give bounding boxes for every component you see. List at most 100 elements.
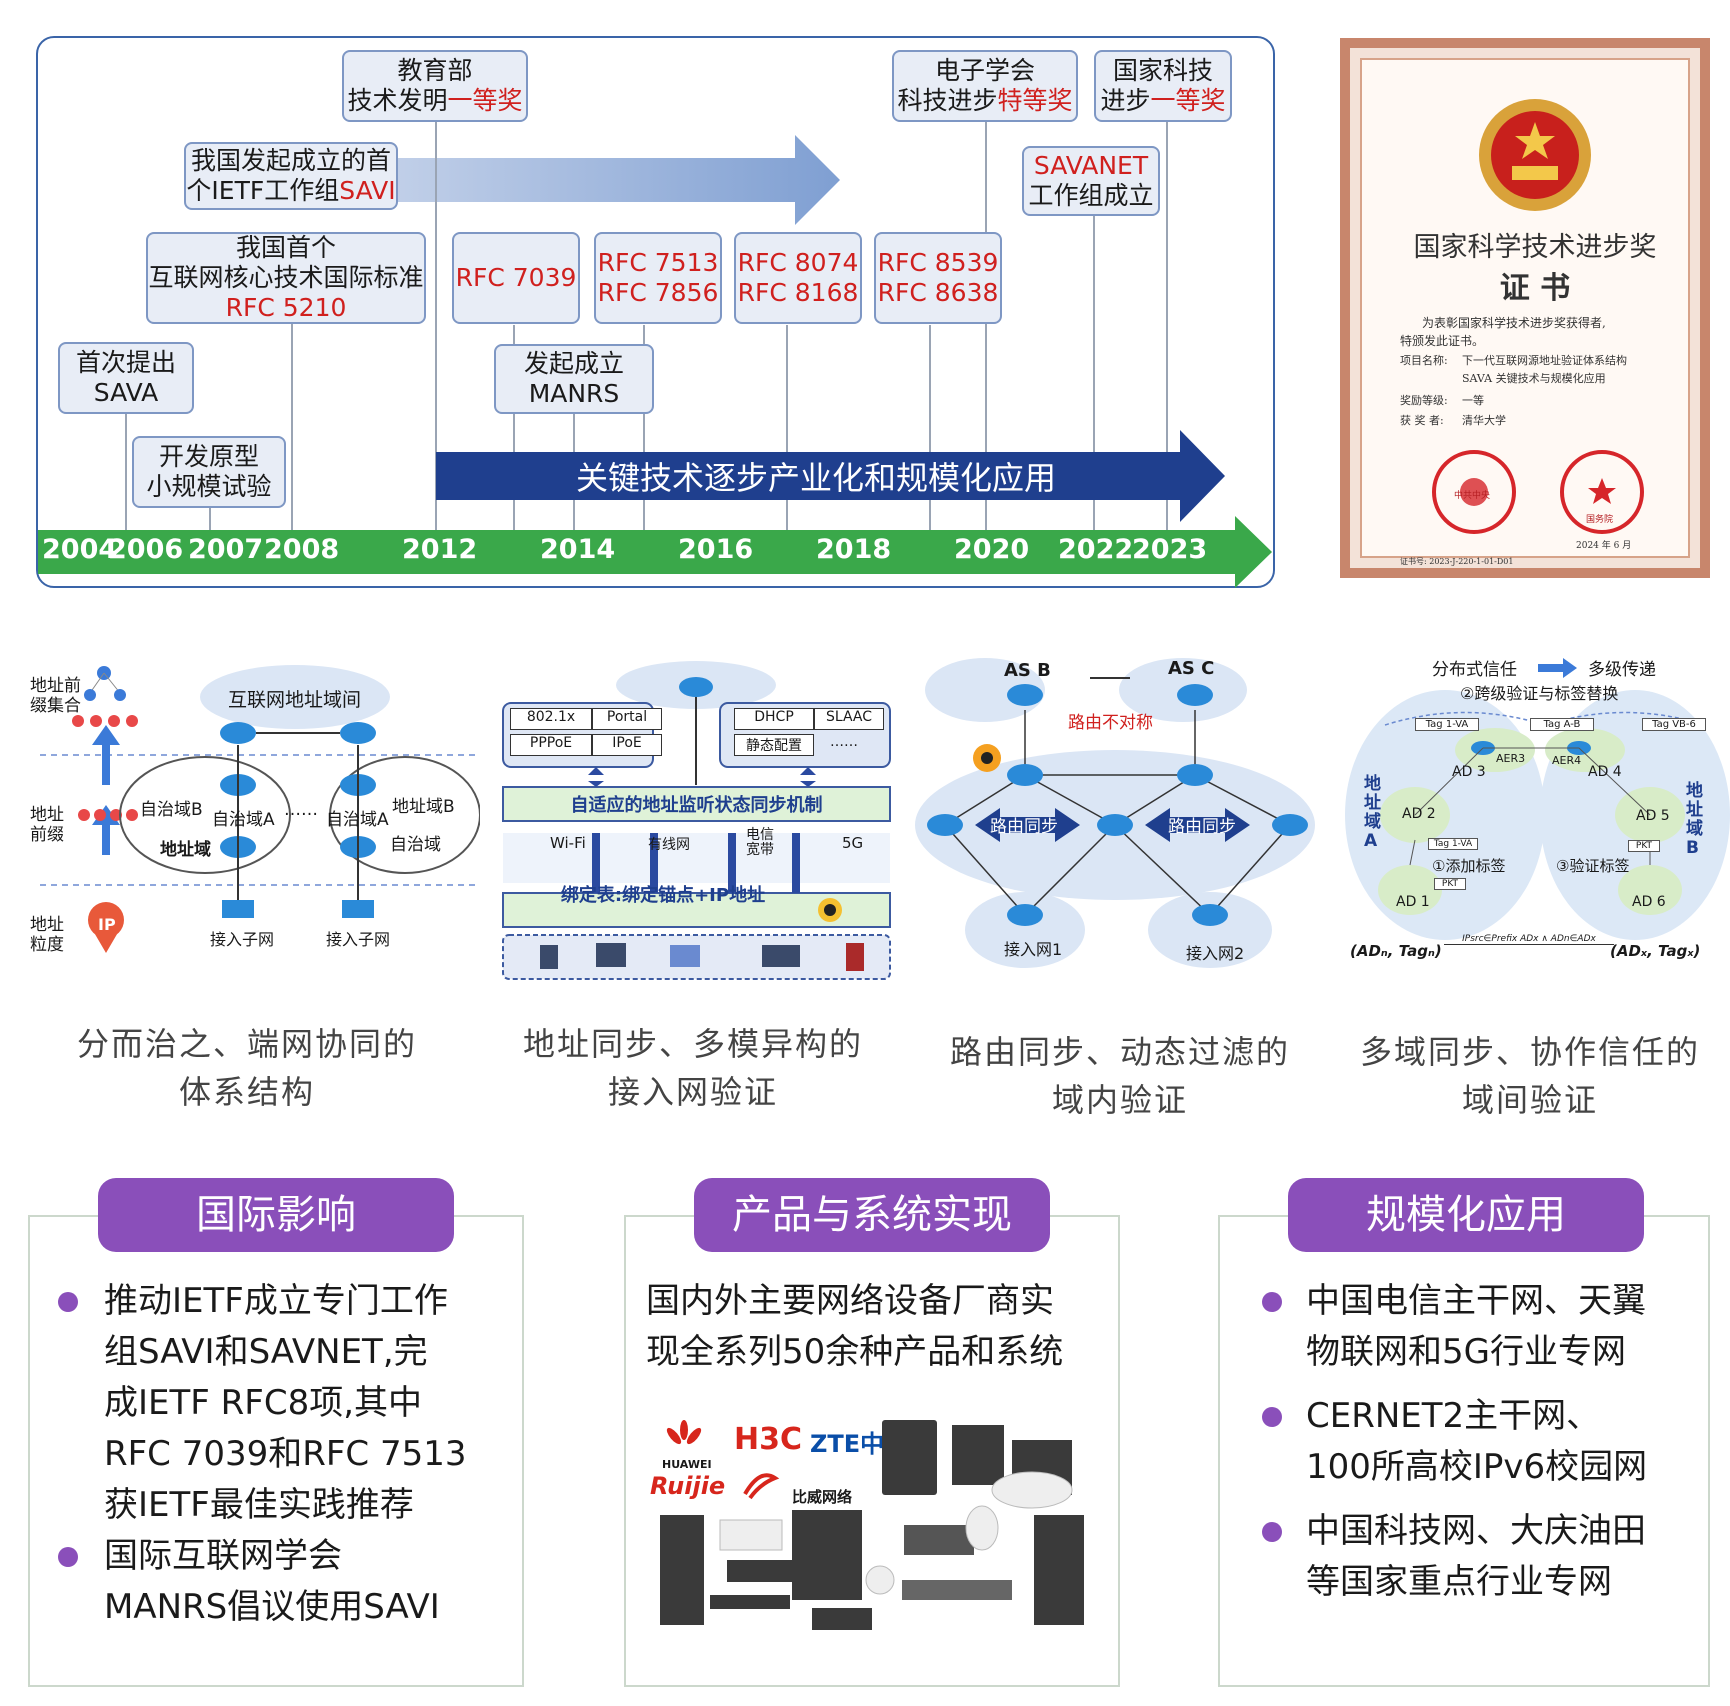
event-text: 我国首个	[235, 233, 336, 262]
router-icon	[927, 684, 1308, 926]
caption-line: 域内验证	[1051, 1081, 1188, 1119]
event-text: MANRS	[528, 379, 620, 408]
year-label: 2012	[402, 534, 478, 565]
sync-mechanism-label: 自适应的地址监听状态同步机制	[570, 795, 823, 816]
event-text: 教育部	[397, 56, 473, 85]
vendor-logo-icon	[743, 1473, 780, 1500]
year-label: 2008	[264, 534, 340, 565]
ip-pin-icon	[88, 902, 124, 953]
bitway-logo: 比威网络	[792, 1488, 853, 1506]
certificate-inner: 国家科学技术进步奖 证 书 为表彰国家科学技术进步奖获得者, 特颁发此证书。 项…	[1360, 58, 1690, 566]
h3c-logo: H3C	[734, 1422, 802, 1457]
seal-text: 国务院	[1586, 515, 1614, 525]
bullet-line: 成IETF RFC8项,其中	[104, 1383, 423, 1423]
event-text: 技术发明	[347, 86, 448, 115]
caption-line: 分而治之、端网协同的	[76, 1025, 417, 1063]
as-b-label: AS B	[1004, 660, 1051, 681]
label-prefix-set: 地址前缀集合	[30, 676, 81, 716]
bullet-line: 获IETF最佳实践推荐	[104, 1485, 414, 1525]
certificate-date: 2024 年 6 月	[1576, 541, 1632, 551]
as-c-label: AS C	[1168, 658, 1215, 679]
year-axis-arrow	[38, 516, 1272, 588]
ad-label: AD 3	[1452, 764, 1486, 780]
bullet-line: CERNET2主干网、	[1306, 1396, 1601, 1436]
asymmetric-route-label: 路由不对称	[1068, 713, 1153, 733]
seal-text: 中共中央	[1454, 491, 1491, 501]
bullet-line: RFC 7039和RFC 7513	[104, 1434, 467, 1474]
domain-label: 自治域A	[326, 810, 389, 830]
architecture-diagram	[40, 665, 480, 953]
banner-text: 关键技术逐步产业化和规模化应用	[575, 459, 1056, 497]
event-manrs: 发起成立 MANRS	[494, 344, 654, 414]
event-highlight: 一等奖	[447, 86, 523, 115]
tag-box: Tag 1-VA	[1428, 838, 1478, 850]
event-text: 进步	[1100, 86, 1151, 115]
party-seal-icon	[1432, 450, 1516, 534]
bullet-line: 物联网和5G行业专网	[1306, 1332, 1626, 1372]
tag-box: Tag A-B	[1530, 718, 1594, 731]
award-certificate: 国家科学技术进步奖 证 书 为表彰国家科学技术进步奖获得者, 特颁发此证书。 项…	[1340, 38, 1710, 578]
bullet-dot	[1262, 1407, 1282, 1427]
product-line: 现全系列50余种产品和系统	[646, 1332, 1064, 1372]
caption-line: 地址同步、多模异构的	[522, 1025, 863, 1063]
state-council-seal-icon	[1560, 450, 1644, 534]
route-sync-label: 路由同步	[990, 817, 1058, 837]
certificate-project-label: 项目名称:	[1400, 354, 1448, 367]
step2-label: ②跨级验证与标签替换	[1460, 684, 1619, 703]
tag-ipoe: IPoE	[592, 734, 662, 756]
certificate-project: 下一代互联网源地址验证体系结构	[1462, 354, 1627, 367]
timeline-graphics	[38, 110, 1272, 588]
year-label: 2018	[816, 534, 892, 565]
bullet-line: MANRS倡议使用SAVI	[104, 1587, 440, 1627]
domain-b-label: 地址域B	[1686, 781, 1703, 858]
ad-label: AD 1	[1396, 894, 1430, 910]
access-5g: 5G	[842, 834, 864, 852]
event-highlight: RFC 8168	[737, 278, 859, 307]
event-highlight: RFC 5210	[225, 293, 347, 322]
formula-condition: IPsrc∈Prefix ADx ∧ ADn∈ADx	[1444, 934, 1614, 945]
trust-label: 分布式信任	[1432, 660, 1517, 680]
event-text: 开发原型	[158, 442, 259, 471]
national-emblem-icon	[1479, 99, 1591, 211]
intradomain-diagram	[915, 658, 1315, 968]
certificate-winner: 清华大学	[1462, 414, 1506, 427]
formula-right: (ADₓ, Tagₓ)	[1610, 942, 1701, 960]
event-rfc8074: RFC 8074 RFC 8168	[734, 232, 862, 324]
event-moe-award: 教育部 技术发明一等奖	[342, 50, 528, 122]
subnet-label: 接入子网	[326, 930, 391, 949]
ad-label: AD 4	[1588, 764, 1622, 780]
event-text: 科技进步特等奖	[894, 86, 1076, 116]
bullet-dot	[58, 1292, 78, 1312]
event-highlight: SAVANET	[1033, 151, 1149, 180]
huawei-logo-icon	[666, 1420, 702, 1445]
event-text: 技术发明一等奖	[344, 86, 526, 116]
event-highlight: 一等奖	[1150, 86, 1226, 115]
product-text: 国内外主要网络设备厂商实 现全系列50余种产品和系统	[646, 1276, 1063, 1378]
event-highlight: 特等奖	[997, 86, 1073, 115]
progress-arrow-light	[360, 135, 840, 225]
caption-intradomain: 路由同步、动态过滤的域内验证	[905, 1028, 1335, 1124]
certificate-line: 为表彰国家科学技术进步奖获得者,	[1422, 316, 1606, 330]
certificate-grade: 一等	[1462, 394, 1484, 407]
event-highlight: RFC 8638	[877, 278, 999, 307]
certificate-project: SAVA 关键技术与规模化应用	[1462, 372, 1606, 385]
event-rfc7039: RFC 7039	[452, 232, 580, 324]
event-rfc7513: RFC 7513 RFC 7856	[594, 232, 722, 324]
ad-label: AD 6	[1632, 894, 1666, 910]
bullet-line: 组SAVI和SAVNET,完	[104, 1332, 428, 1372]
ellipsis: ……	[284, 800, 318, 820]
year-label: 2023	[1132, 534, 1208, 565]
event-text: 国家科技	[1112, 56, 1213, 85]
event-text: 小规模试验	[146, 472, 272, 501]
caption-interdomain: 多域同步、协作信任的域间验证	[1315, 1028, 1730, 1124]
event-text: 科技进步	[897, 86, 998, 115]
event-text: 工作组成立	[1028, 181, 1154, 210]
pass-label: 多级传递	[1588, 660, 1656, 680]
certificate-line: 特颁发此证书。	[1400, 334, 1485, 348]
event-prototype: 开发原型 小规模试验	[132, 436, 286, 508]
attack-burst-icon	[973, 744, 1001, 772]
route-sync-label: 路由同步	[1168, 817, 1236, 837]
event-text: 个IETF工作组	[186, 176, 340, 205]
scale-box	[1218, 1215, 1710, 1687]
caption-access: 地址同步、多模异构的接入网验证	[478, 1020, 908, 1116]
